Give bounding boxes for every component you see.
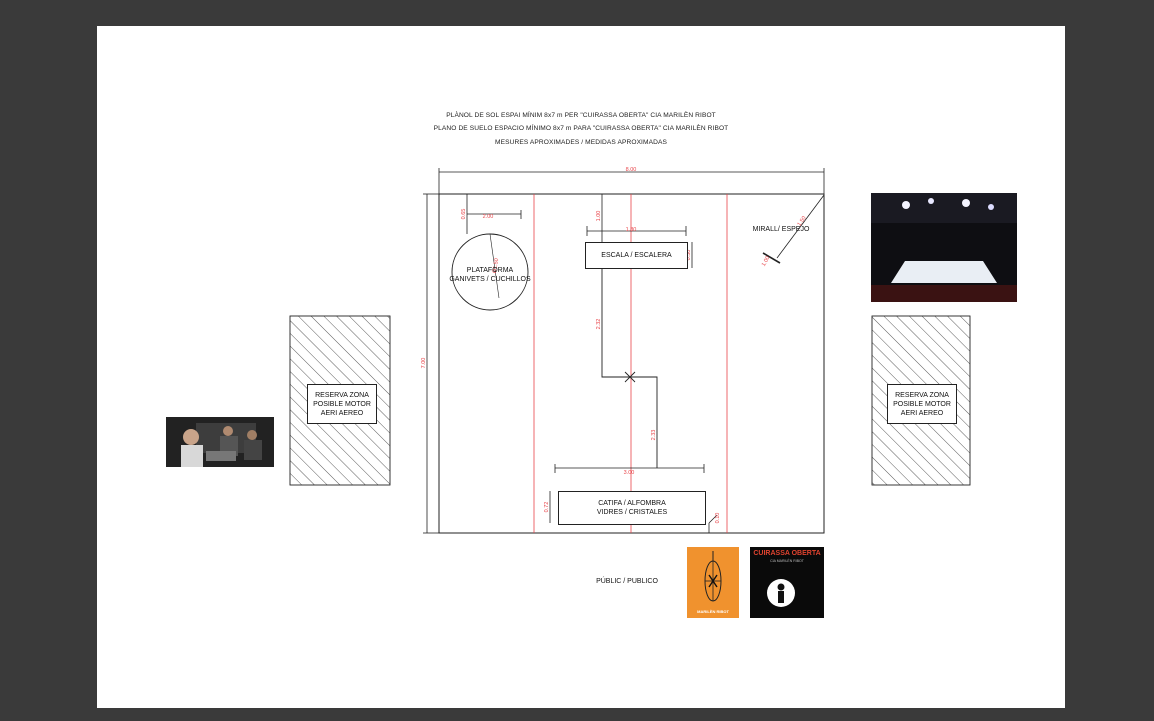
dim-plat-side-label: 2.00 xyxy=(483,214,494,220)
dim-height-label: 7.00 xyxy=(421,358,427,369)
title-line-1: PLÀNOL DE SOL ESPAI MÍNIM 8x7 m PER "CUI… xyxy=(446,112,716,119)
reserve-left-2: POSIBLE MOTOR xyxy=(313,400,371,408)
reserve-label-box-left: RESERVA ZONA POSIBLE MOTOR AERI AEREO xyxy=(307,384,377,424)
walk-path xyxy=(601,268,658,468)
catifa-label-1: CATIFA / ALFOMBRA xyxy=(598,500,666,507)
dim-mirall-dist-label: 1.50 xyxy=(797,215,808,227)
dim-path-lower-label: 2.33 xyxy=(651,430,657,441)
escala-box: ESCALA / ESCALERA xyxy=(585,242,688,269)
dim-catifa-height-label: 0.72 xyxy=(544,502,550,513)
reserve-right-3: AERI AEREO xyxy=(900,409,944,417)
stage-outline xyxy=(438,193,825,534)
dim-width-label: 8.00 xyxy=(626,167,637,173)
mirror-label: MIRALL/ ESPEJO xyxy=(752,226,810,233)
poster-black: CUIRASSA OBERTA CIA MARILÈN RIBOT xyxy=(750,547,824,618)
theater-photo xyxy=(871,193,1017,302)
dim-mirall-size-label: 1.00 xyxy=(761,255,772,267)
catifa-box: CATIFA / ALFOMBRA VIDRES / CRISTALES xyxy=(558,491,706,525)
platform-label-2: GANIVETS / CUCHILLOS xyxy=(449,276,531,283)
dim-escala-top-label: 1.00 xyxy=(596,211,602,222)
dim-path-upper-label: 2.32 xyxy=(596,319,602,330)
dim-catifa-width-label: 3.00 xyxy=(624,470,635,476)
catifa-label-2: VIDRES / CRISTALES xyxy=(596,509,668,516)
public-label: PÚBLIC / PUBLICO xyxy=(596,578,658,585)
dim-plat-diam-label: Ø1.50 xyxy=(492,258,501,274)
dim-plat-top-label: 0.65 xyxy=(461,209,467,220)
dim-catifa-bottom-label: 0.10 xyxy=(715,513,721,524)
poster-black-sub: CIA MARILÈN RIBOT xyxy=(770,559,804,563)
floor-plan-drawing: 8.00 7.00 0.65 2.00 Ø1.50 1.00 1.80 0.50… xyxy=(289,167,971,534)
reserve-label-box-right: RESERVA ZONA POSIBLE MOTOR AERI AEREO xyxy=(887,384,957,424)
reserve-right-2: POSIBLE MOTOR xyxy=(893,400,951,408)
dim-escala-width-label: 1.80 xyxy=(626,227,637,233)
poster-orange: MARILÈN RIBOT xyxy=(687,547,739,618)
title-line-3: MESURES APROXIMADES / MEDIDAS APROXIMADA… xyxy=(495,139,667,146)
drawing-sheet: PLÀNOL DE SOL ESPAI MÍNIM 8x7 m PER "CUI… xyxy=(97,26,1065,708)
poster-black-title: CUIRASSA OBERTA xyxy=(753,550,821,557)
rehearsal-photo xyxy=(166,417,274,467)
platform-label-1: PLATAFORMA xyxy=(466,267,514,274)
escala-label: ESCALA / ESCALERA xyxy=(601,252,672,259)
reserve-right-1: RESERVA ZONA xyxy=(895,391,949,399)
dim-escala-height-label: 0.50 xyxy=(686,250,692,261)
poster-orange-text: MARILÈN RIBOT xyxy=(697,609,729,614)
reserve-left-1: RESERVA ZONA xyxy=(315,391,369,399)
mirror-line xyxy=(762,252,781,264)
title-line-2: PLANO DE SUELO ESPACIO MÍNIMO 8x7 m PARA… xyxy=(433,125,729,132)
reserve-left-3: AERI AEREO xyxy=(320,409,364,417)
